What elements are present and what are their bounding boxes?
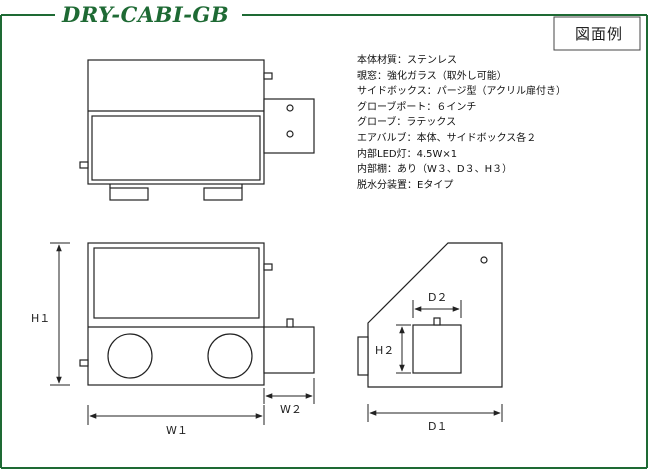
top-view-foot <box>109 187 149 201</box>
top-view-knob <box>263 72 273 80</box>
spec-item: 本体材質：ステンレス <box>357 55 457 66</box>
tab-box <box>553 16 641 51</box>
front-view-valve <box>286 318 294 328</box>
outer-frame <box>0 14 648 469</box>
dim-w1 <box>87 405 265 425</box>
spec-item: 覗窓：強化ガラス（取外し可能） <box>357 70 507 82</box>
front-view-side-box <box>263 326 315 374</box>
dim-w2-label: W２ <box>280 403 302 416</box>
side-view <box>357 242 503 388</box>
top-view-knob <box>79 161 89 169</box>
top-view-foot <box>203 187 243 201</box>
spec-item: グローブ：ラテックス <box>357 117 457 129</box>
spec-item: サイドボックス：パージ型（アクリル扉付き） <box>357 86 566 98</box>
dim-h1 <box>50 242 70 386</box>
spec-item: 内部棚：あり（W３、D３、H３） <box>357 164 513 176</box>
front-view-knob <box>263 263 273 271</box>
page-title: DRY-CABI-GB <box>56 2 236 28</box>
front-view <box>79 242 315 386</box>
front-view-knob <box>79 359 89 367</box>
dim-w1-label: W１ <box>166 424 188 437</box>
front-view-window <box>93 247 260 319</box>
top-view-valve <box>286 104 294 112</box>
side-view-side-box <box>412 324 462 374</box>
dim-h2-label: H２ <box>375 344 394 357</box>
dim-d1-label: D１ <box>428 420 447 433</box>
glove-port <box>207 333 253 379</box>
dim-w2 <box>263 378 315 404</box>
top-view <box>79 59 315 201</box>
spec-list: 本体材質：ステンレス 覗窓：強化ガラス（取外し可能） サイドボックス：パージ型（… <box>357 53 566 193</box>
glove-port <box>107 333 153 379</box>
tab-label: 図面例 <box>574 24 623 43</box>
dim-h2 <box>396 324 411 374</box>
side-view-valve <box>433 317 441 326</box>
spec-item: グローブポート：６インチ <box>357 101 477 113</box>
spec-item: エアバルブ：本体、サイドボックス各２ <box>357 132 537 144</box>
side-view-door <box>357 336 369 376</box>
dim-d2 <box>412 300 462 318</box>
spec-item: 内部LED灯：4.5W×1 <box>357 148 458 160</box>
dim-h1-label: H１ <box>31 312 50 325</box>
top-view-window <box>91 115 261 181</box>
top-view-valve <box>286 130 294 138</box>
side-view-indicator <box>480 256 488 264</box>
dim-d1 <box>367 404 503 422</box>
spec-item: 脱水分装置：Eタイプ <box>357 179 454 191</box>
dim-d2-label: D２ <box>428 291 447 304</box>
